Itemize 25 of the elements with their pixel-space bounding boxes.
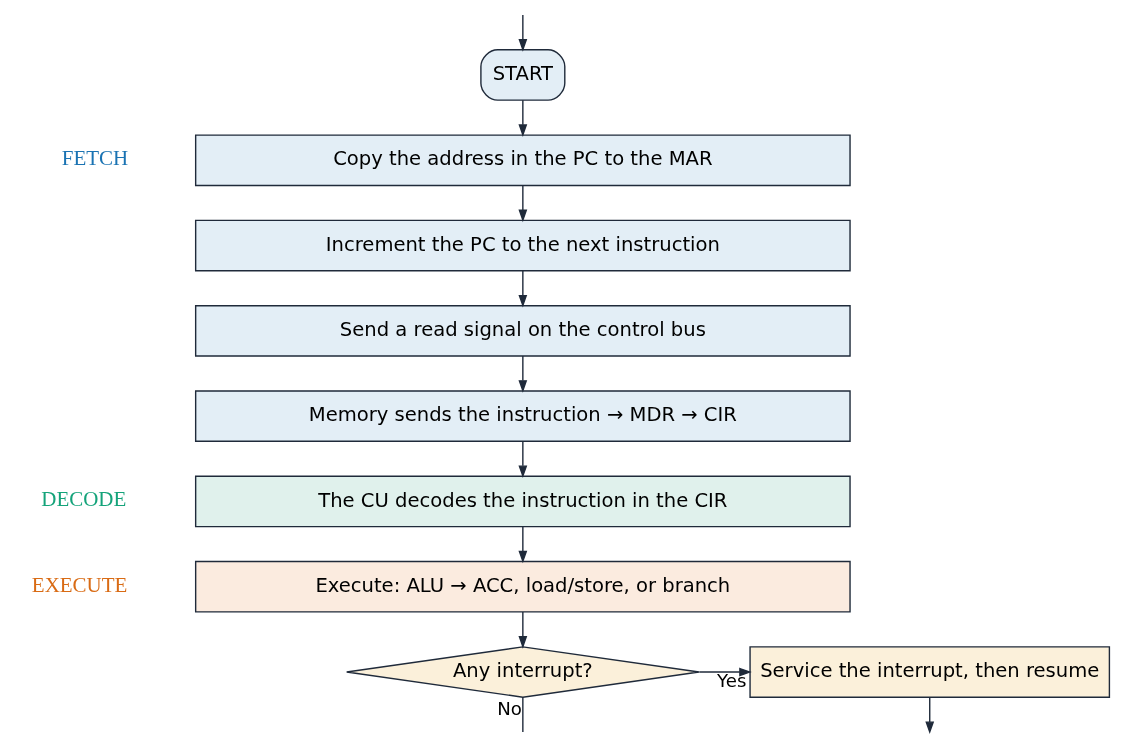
edge-label: Yes [716,669,746,691]
node-box: Increment the PC to the next instruction [194,219,851,272]
node-box: The CU decodes the instruction in the CIR [194,475,851,528]
arrow [517,14,527,52]
arrow [517,184,527,223]
node-box: Execute: ALU → ACC, load/store, or branch [194,560,851,613]
label: EXECUTE [31,572,127,597]
connector [521,696,524,733]
node-box: START [479,49,565,101]
node-box: Memory sends the instruction → MDR → CIR [194,390,851,442]
arrow [517,270,527,308]
node-box: Send a read signal on the control bus [194,305,851,357]
arrow [517,440,527,479]
label: FETCH [61,146,128,171]
label: DECODE [40,487,126,512]
node-box: Service the interrupt, then resume [748,646,1110,698]
node-box: Copy the address in the PC to the MAR [194,134,851,187]
arrow [517,611,527,649]
arrow [698,667,752,677]
arrow [517,526,527,564]
edge-label: No [496,697,522,719]
arrow [517,355,527,393]
node-diamond: Any interrupt? [345,646,700,698]
arrow [517,99,527,137]
arrow [924,696,934,735]
